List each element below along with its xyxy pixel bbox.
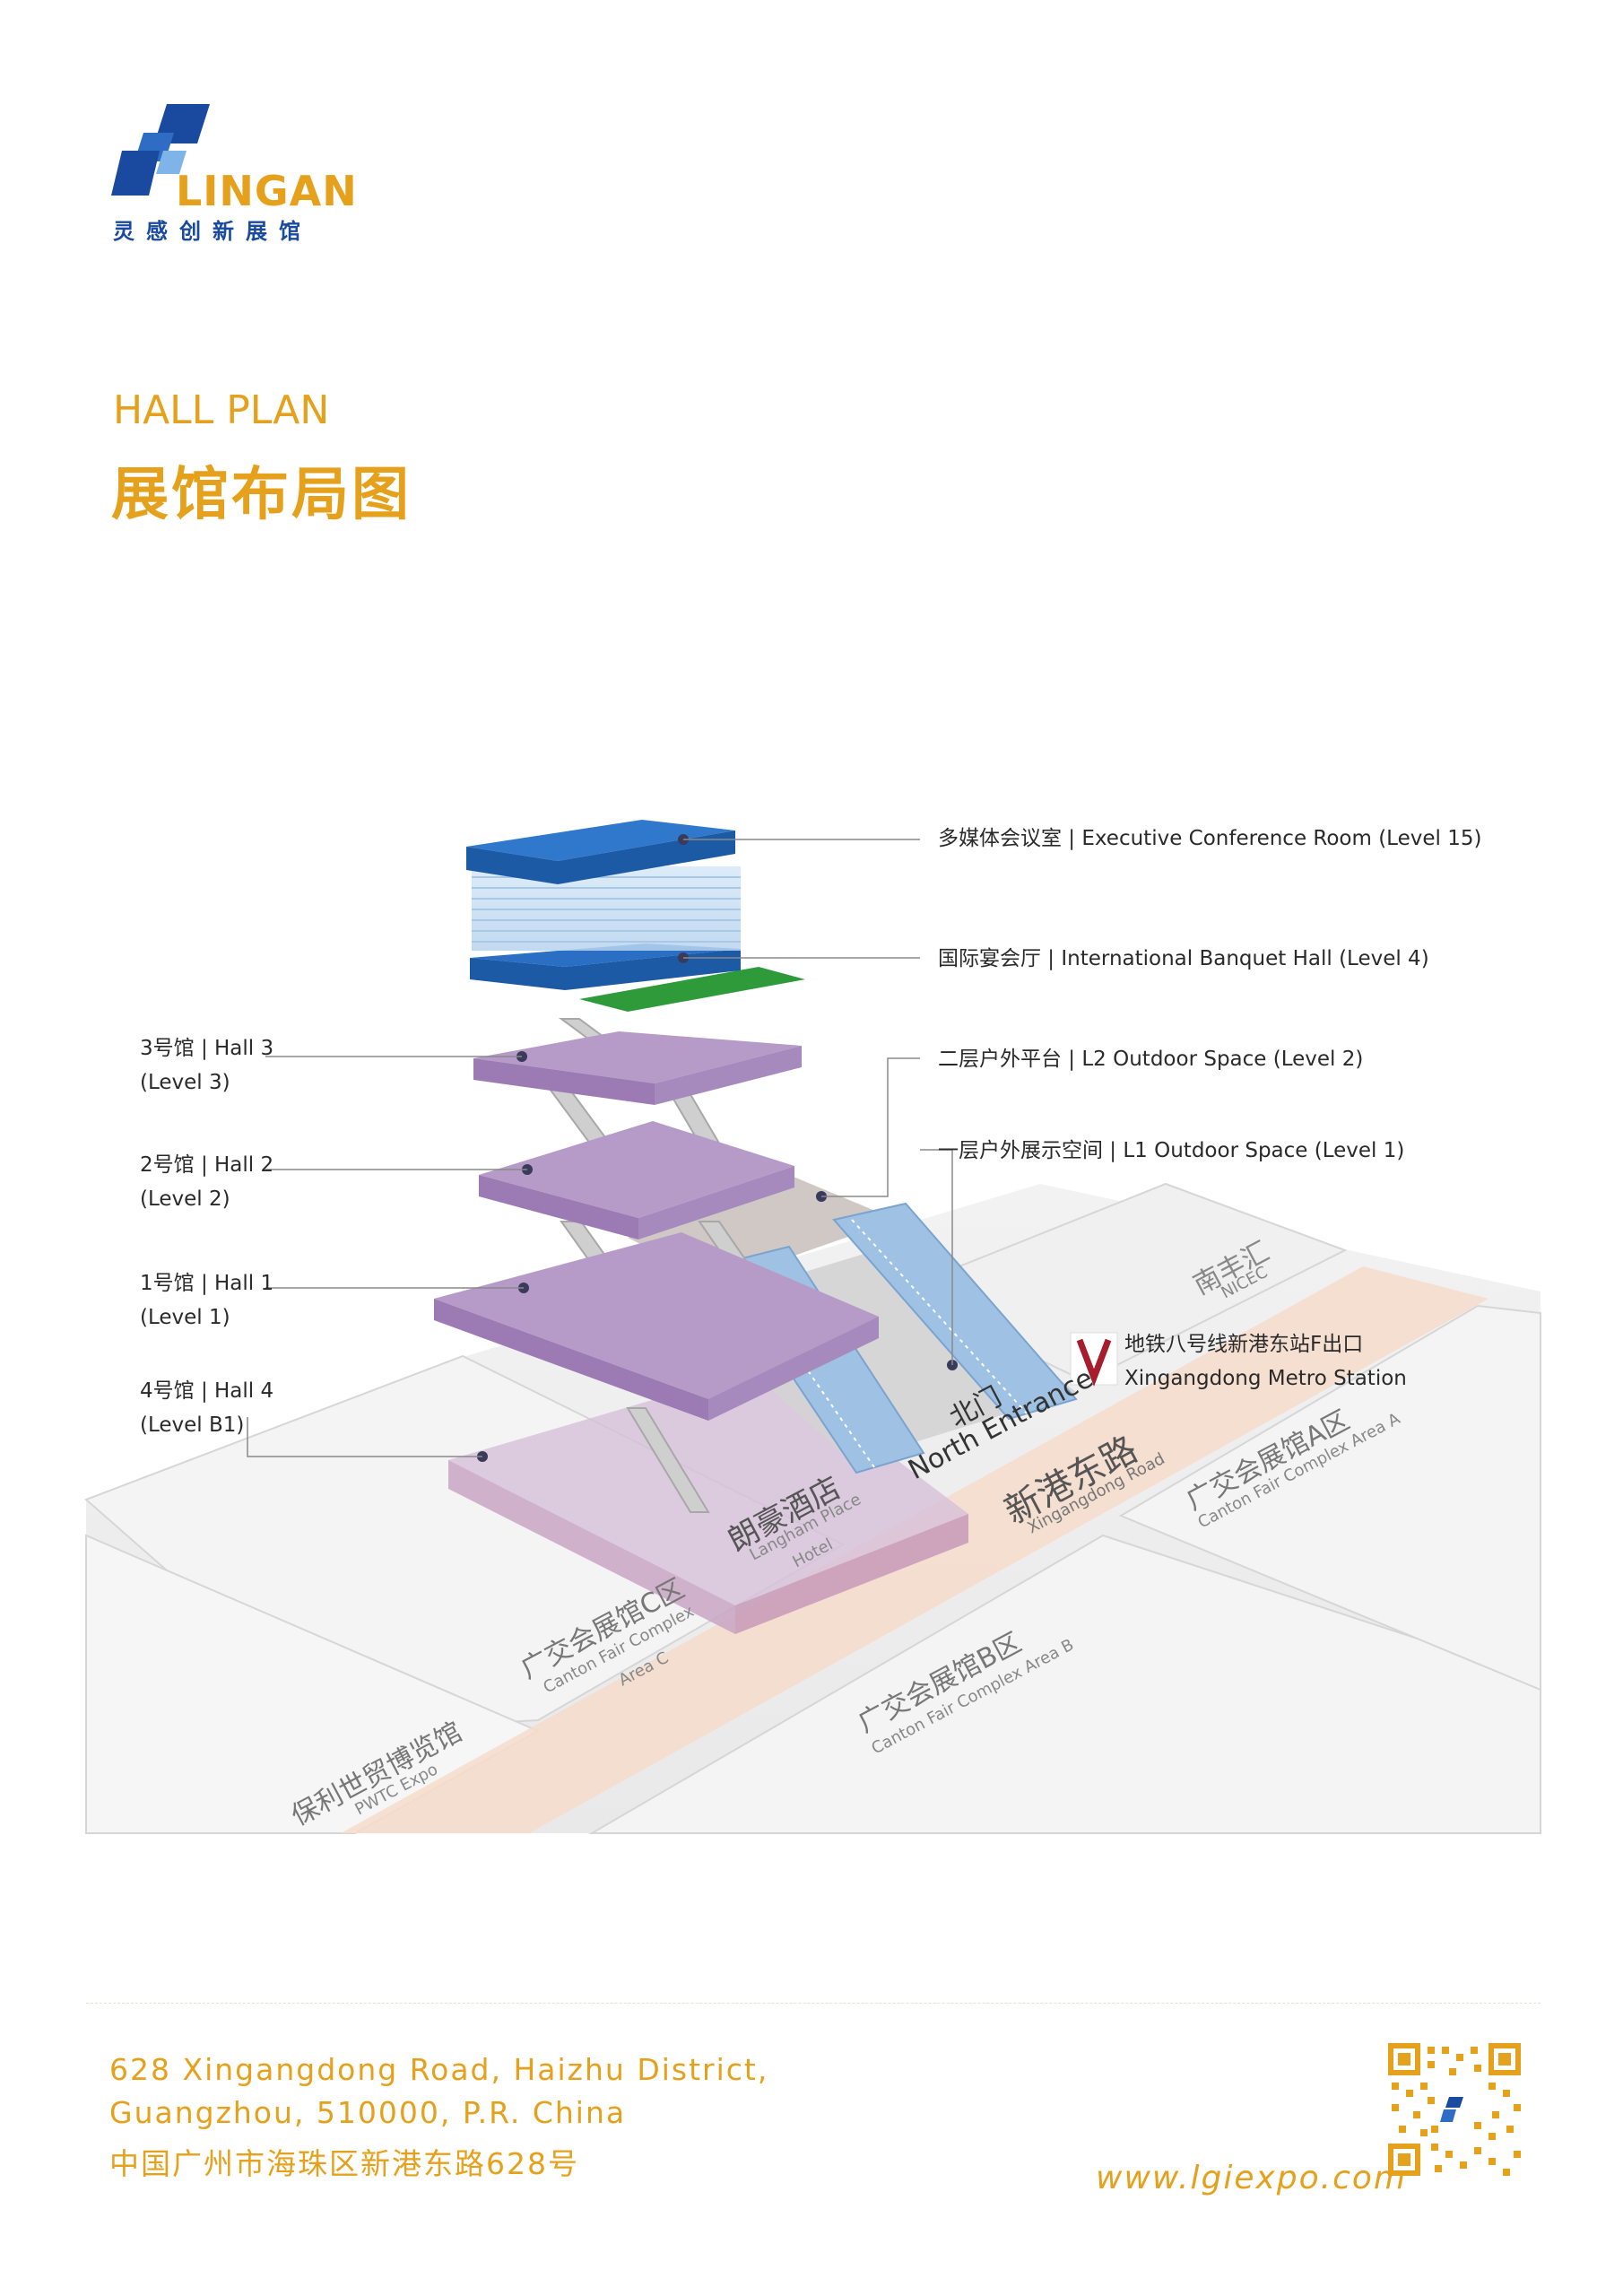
exec-conf-top xyxy=(466,820,735,861)
callout-exec-conf: 多媒体会议室 | Executive Conference Room (Leve… xyxy=(938,827,1482,850)
hall4-right xyxy=(735,1514,968,1634)
callout-banquet: 国际宴会厅 | International Banquet Hall (Leve… xyxy=(938,947,1429,970)
callout-l2-outdoor: 二层户外平台 | L2 Outdoor Space (Level 2) xyxy=(938,1048,1364,1071)
address-line-2: Guangzhou, 510000, P.R. China xyxy=(109,2095,627,2130)
exec-conf-side xyxy=(466,831,735,884)
address-zh: 中国广州市海珠区新港东路628号 xyxy=(109,2146,579,2181)
area-a-block xyxy=(1118,1304,1541,1692)
hall2-top xyxy=(479,1121,794,1218)
hall4-left xyxy=(448,1460,735,1634)
hall3-left xyxy=(473,1058,655,1105)
page-title-zh: 展馆布局图 xyxy=(111,462,412,528)
leader-lines xyxy=(247,839,953,1457)
hall1-top xyxy=(434,1232,879,1399)
hall2-left xyxy=(479,1175,638,1239)
lingan-logo-mark xyxy=(111,104,210,196)
website-link[interactable]: www.lgiexpo.com xyxy=(1096,2160,1407,2196)
metro-icon xyxy=(1070,1332,1118,1387)
callout-hall4: 4号馆 | Hall 4 (Level B1) xyxy=(140,1379,274,1437)
tower-glass-levels xyxy=(472,866,741,951)
hall2-right xyxy=(638,1166,794,1239)
address-line-1: 628 Xingangdong Road, Haizhu District, xyxy=(109,2052,769,2087)
page-title-en: HALL PLAN xyxy=(113,387,330,433)
banquet-hall-side xyxy=(470,949,741,990)
callout-hall3: 3号馆 | Hall 3 (Level 3) xyxy=(140,1037,274,1094)
hall1-right xyxy=(708,1317,879,1421)
metro-label-en: Xingangdong Metro Station xyxy=(1124,1367,1407,1390)
metro-label-zh: 地铁八号线新港东站F出口 xyxy=(1124,1333,1364,1356)
callout-hall1: 1号馆 | Hall 1 (Level 1) xyxy=(140,1272,274,1329)
logo-chinese-name: 灵感创新展馆 xyxy=(113,219,312,244)
hall3-right xyxy=(655,1046,802,1105)
logo-wordmark: LINGAN xyxy=(176,167,358,215)
hall3-top xyxy=(473,1031,802,1083)
qr-code-icon xyxy=(1388,2043,1521,2176)
green-terrace xyxy=(579,967,805,1012)
hall1-left xyxy=(434,1299,708,1421)
callout-hall2: 2号馆 | Hall 2 (Level 2) xyxy=(140,1153,274,1211)
footer-divider xyxy=(86,2003,1541,2004)
callout-l1-outdoor: 一层户外展示空间 | L1 Outdoor Space (Level 1) xyxy=(938,1139,1405,1162)
